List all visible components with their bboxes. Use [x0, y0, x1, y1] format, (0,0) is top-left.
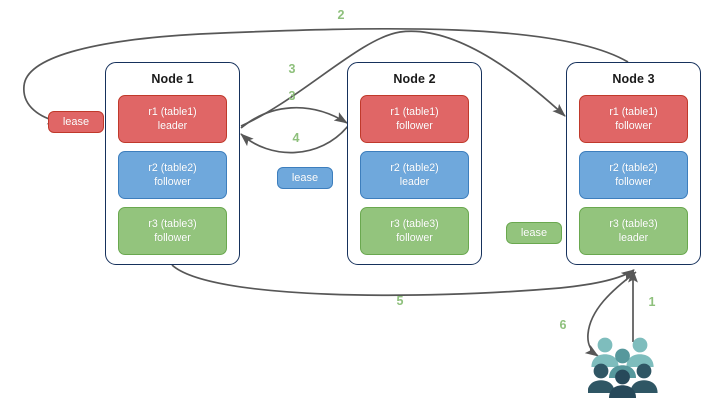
- replica-name: r1 (table1): [390, 106, 439, 118]
- node-box-1: Node 1 r1 (table1) leader r2 (table2) fo…: [105, 62, 240, 265]
- replica-name: r2 (table2): [609, 162, 658, 174]
- arrow-step-5: [171, 264, 635, 297]
- node-title-3: Node 3: [612, 72, 655, 86]
- replica-role: follower: [615, 176, 652, 188]
- step-label-4: 4: [292, 131, 300, 145]
- arrow-step-3b: [240, 106, 348, 129]
- replica-role: leader: [618, 232, 649, 244]
- replica-name: r3 (table3): [609, 218, 658, 230]
- replica-node1-r1[interactable]: r1 (table1) leader: [118, 95, 227, 143]
- replica-node1-r2[interactable]: r2 (table2) follower: [118, 151, 227, 199]
- step-label-3b: 3: [288, 89, 296, 103]
- replica-role: follower: [154, 176, 191, 188]
- replica-name: r3 (table3): [148, 218, 197, 230]
- lease-chip-table1[interactable]: lease: [48, 111, 104, 133]
- replica-name: r1 (table1): [148, 106, 197, 118]
- replica-node2-r1[interactable]: r1 (table1) follower: [360, 95, 469, 143]
- replica-role: follower: [615, 120, 652, 132]
- replica-node3-r1[interactable]: r1 (table1) follower: [579, 95, 688, 143]
- lease-chip-table3[interactable]: lease: [506, 222, 562, 244]
- replica-role: follower: [396, 120, 433, 132]
- node-title-2: Node 2: [393, 72, 436, 86]
- lease-chip-table2[interactable]: lease: [277, 167, 333, 189]
- replica-node3-r3[interactable]: r3 (table3) leader: [579, 207, 688, 255]
- node-title-1: Node 1: [151, 72, 194, 86]
- replica-name: r3 (table3): [390, 218, 439, 230]
- node-box-2: Node 2 r1 (table1) follower r2 (table2) …: [347, 62, 482, 265]
- replica-role: follower: [396, 232, 433, 244]
- node-box-3: Node 3 r1 (table1) follower r2 (table2) …: [566, 62, 701, 265]
- step-label-1: 1: [648, 295, 656, 309]
- replica-node2-r3[interactable]: r3 (table3) follower: [360, 207, 469, 255]
- replica-role: follower: [154, 232, 191, 244]
- replica-name: r1 (table1): [609, 106, 658, 118]
- replica-node3-r2[interactable]: r2 (table2) follower: [579, 151, 688, 199]
- replica-name: r2 (table2): [148, 162, 197, 174]
- replica-node1-r3[interactable]: r3 (table3) follower: [118, 207, 227, 255]
- step-label-5: 5: [396, 294, 404, 308]
- step-label-6: 6: [559, 318, 567, 332]
- replica-role: leader: [399, 176, 430, 188]
- users-icon: [588, 337, 658, 398]
- step-label-3a: 3: [288, 62, 296, 76]
- step-label-2: 2: [337, 8, 345, 22]
- replica-node2-r2[interactable]: r2 (table2) leader: [360, 151, 469, 199]
- replica-role: leader: [157, 120, 188, 132]
- replica-name: r2 (table2): [390, 162, 439, 174]
